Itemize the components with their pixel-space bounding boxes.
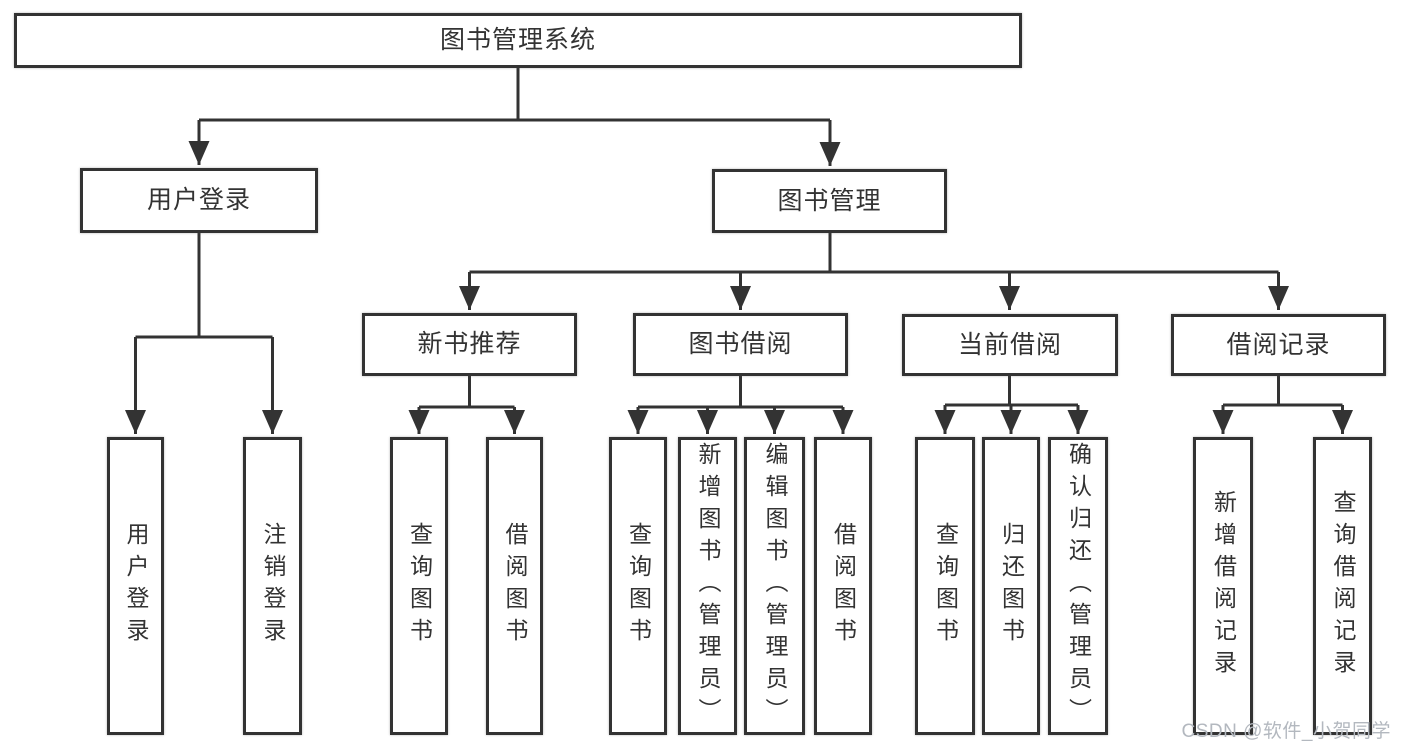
leaf-logout: 注销登录: [243, 437, 302, 735]
leaf-return-book: 归还图书: [982, 437, 1040, 735]
leaf-return-book-label: 归还图书: [998, 522, 1025, 650]
connector-user-login-children: [125, 233, 283, 434]
node-book-borrow: 图书借阅: [633, 313, 848, 376]
leaf-borrow-books: 借阅图书: [814, 437, 872, 735]
node-new-book-recommend-label: 新书推荐: [417, 330, 522, 358]
leaf-confirm-return-admin-label: 确认归还（管理员）: [1065, 442, 1092, 730]
leaf-logout-label: 注销登录: [260, 522, 286, 650]
leaf-query-books-current-label: 查询图书: [932, 522, 959, 650]
connector-new-book-children: [408, 376, 525, 434]
connector-book-borrow-children: [627, 376, 854, 434]
node-new-book-recommend: 新书推荐: [362, 313, 577, 376]
connector-borrow-records-children: [1212, 376, 1353, 434]
node-book-mgmt: 图书管理: [712, 169, 947, 233]
node-borrow-records: 借阅记录: [1171, 314, 1386, 376]
leaf-add-borrow-record-label: 新增借阅记录: [1210, 490, 1237, 682]
connector-current-borrow-children: [934, 376, 1089, 434]
leaf-borrow-books-recommend: 借阅图书: [486, 437, 543, 735]
leaf-add-book-admin-label: 新增图书（管理员）: [695, 442, 721, 730]
leaf-add-book-admin: 新增图书（管理员）: [678, 437, 737, 735]
leaf-edit-book-admin-label: 编辑图书（管理员）: [762, 442, 788, 730]
connector-book-mgmt-children: [459, 233, 1289, 310]
node-borrow-records-label: 借阅记录: [1226, 330, 1331, 359]
connector-root-to-level1: [188, 68, 841, 166]
leaf-query-borrow-record-label: 查询借阅记录: [1330, 490, 1356, 682]
leaf-query-books-borrow: 查询图书: [609, 437, 667, 735]
leaf-borrow-books-label: 借阅图书: [830, 522, 857, 650]
leaf-query-borrow-record: 查询借阅记录: [1313, 437, 1372, 735]
watermark: CSDN @软件_小贺同学: [1181, 721, 1391, 742]
node-current-borrow: 当前借阅: [902, 314, 1118, 376]
leaf-user-login-label: 用户登录: [123, 522, 149, 650]
node-root-label: 图书管理系统: [439, 26, 596, 54]
leaf-query-books-recommend-label: 查询图书: [406, 522, 433, 650]
leaf-query-books-current: 查询图书: [915, 437, 975, 735]
node-root: 图书管理系统: [14, 13, 1022, 68]
node-current-borrow-label: 当前借阅: [957, 330, 1062, 359]
node-user-login: 用户登录: [80, 168, 318, 233]
leaf-user-login: 用户登录: [107, 437, 164, 735]
leaf-borrow-books-recommend-label: 借阅图书: [502, 522, 528, 650]
leaf-add-borrow-record: 新增借阅记录: [1193, 437, 1253, 735]
node-book-mgmt-label: 图书管理: [777, 186, 882, 215]
leaf-edit-book-admin: 编辑图书（管理员）: [744, 437, 805, 735]
leaf-confirm-return-admin: 确认归还（管理员）: [1048, 437, 1108, 735]
node-book-borrow-label: 图书借阅: [688, 330, 793, 358]
leaf-query-books-borrow-label: 查询图书: [625, 522, 652, 650]
node-user-login-label: 用户登录: [146, 186, 251, 214]
leaf-query-books-recommend: 查询图书: [390, 437, 448, 735]
